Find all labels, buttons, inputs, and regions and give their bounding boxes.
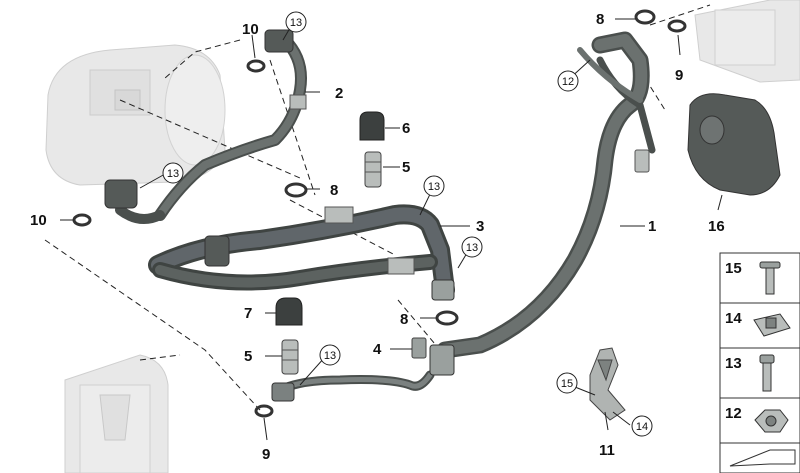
callout-10-top: 10 [242,21,259,38]
o-rings [72,9,687,418]
circled-13-left: 13 [167,168,179,180]
hose-part-1 [436,31,656,359]
hose-part-2 [104,29,307,224]
callout-8-mid: 8 [330,182,338,199]
circled-13-low: 13 [324,350,336,362]
callout-9-bottom: 9 [262,446,270,463]
callout-8-low: 8 [400,311,408,328]
ghost-unit-top-right [694,0,800,83]
callout-2: 2 [335,85,343,102]
callout-4: 4 [373,341,382,358]
arrow-icon [729,449,796,467]
callout-5-bottom: 5 [244,348,252,365]
hose-lower-line [271,344,455,402]
legend-label-14: 14 [725,310,742,327]
callout-5-top: 5 [402,159,410,176]
hex-nut-icon [754,409,789,433]
parts-legend: 15 14 13 12 [719,252,800,473]
circled-14: 14 [636,421,648,433]
callout-16: 16 [708,218,725,235]
callout-8-top: 8 [596,11,604,28]
legend-label-13: 13 [725,355,742,372]
ghost-compressor [45,44,226,186]
part-6-cap [359,111,385,141]
callout-3: 3 [476,218,484,235]
bolt-flange-icon [759,261,781,295]
callout-6: 6 [402,120,410,137]
part-11-bracket [589,347,626,421]
legend-label-15: 15 [725,260,742,277]
part-16-cover [687,93,781,196]
part-5-valve-top [364,151,382,188]
part-5-valve-bottom [281,339,299,375]
circled-callouts: 13 13 13 13 13 12 15 14 [162,11,653,437]
legend-cell-15 [719,252,800,304]
callout-1: 1 [648,218,656,235]
callout-10-left: 10 [30,212,47,229]
circled-15: 15 [561,378,573,390]
callout-labels: 2 6 5 8 3 1 7 5 4 8 8 9 9 10 10 11 16 [30,11,725,463]
screw-icon [759,354,775,392]
circled-13-top: 13 [290,17,302,29]
circled-12: 12 [562,76,574,88]
callout-7: 7 [244,305,252,322]
callout-9-top: 9 [675,67,683,84]
part-7-cap [275,297,303,326]
clip-nut-icon [753,313,791,337]
callout-11: 11 [599,442,615,459]
circled-13-right: 13 [466,242,478,254]
legend-label-12: 12 [725,405,742,422]
circled-13-mid: 13 [428,181,440,193]
part-4-valve [411,337,427,359]
ghost-condenser [64,354,169,473]
hose-part-3 [148,204,455,301]
